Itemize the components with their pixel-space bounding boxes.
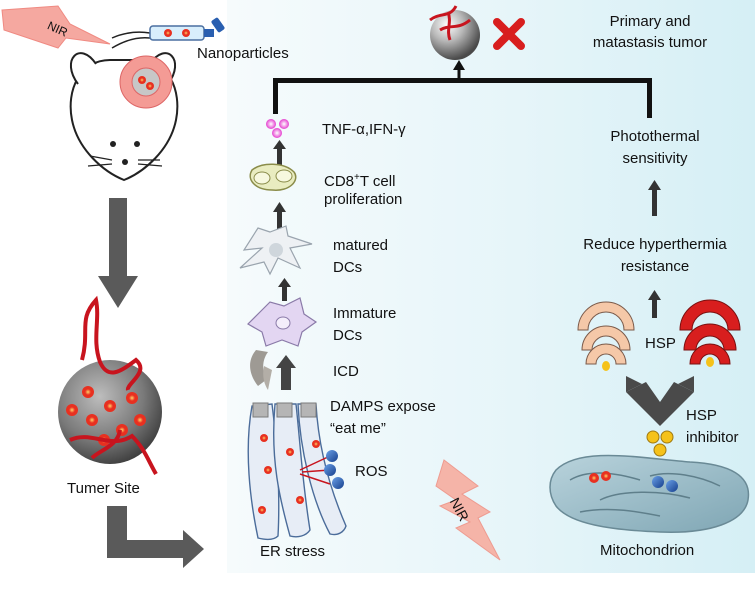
cd8-label-line1: CD8+T cell xyxy=(324,172,396,190)
up-arrow-tcell xyxy=(273,202,286,230)
damps-label-2: “eat me” xyxy=(330,420,386,437)
tumor-site-label: Tumer Site xyxy=(67,480,140,497)
reduce-label-2: resistance xyxy=(620,258,690,275)
bracket-connector xyxy=(273,60,652,118)
up-arrow-photothermal xyxy=(648,180,661,216)
matured-dc-label-1: matured xyxy=(333,237,389,254)
syringe-icon xyxy=(111,17,225,49)
damps-label-1: DAMPS expose xyxy=(330,398,436,415)
ros-molecule-icon xyxy=(324,450,344,489)
corner-arrow-icon xyxy=(107,506,204,568)
tumor-sphere-icon xyxy=(58,295,162,475)
hsp-inhibitor-label-1: HSP xyxy=(686,407,717,424)
cross-icon xyxy=(493,18,525,50)
ros-label: ROS xyxy=(355,463,388,480)
down-arrow-icon xyxy=(98,198,138,308)
nanoparticles-label: Nanoparticles xyxy=(197,45,289,62)
primary-tumor-label-1: Primary and xyxy=(609,13,691,30)
matured-dc-label-2: DCs xyxy=(333,259,363,276)
mature-dc-icon xyxy=(239,225,313,276)
cd8-label-line2: proliferation xyxy=(324,191,403,208)
up-arrow-cd8 xyxy=(273,140,286,165)
mouse-icon xyxy=(69,52,179,182)
nir-bolt-icon xyxy=(1,5,111,49)
photothermal-label-2: sensitivity xyxy=(622,150,688,167)
er-stress-label: ER stress xyxy=(260,543,326,560)
immature-dc-label-1: Immature xyxy=(333,305,397,322)
hsp-red-icon xyxy=(679,299,741,367)
nir-bolt-bottom-icon xyxy=(435,459,501,561)
reduce-label-1: Reduce hyperthermia xyxy=(583,236,727,253)
t-cell-icon xyxy=(249,163,297,191)
hsp-inhibitor-dots-icon xyxy=(646,430,674,457)
photothermal-label-1: Photothermal xyxy=(610,128,700,145)
icd-label: ICD xyxy=(333,363,359,380)
divergent-arrow-icon xyxy=(626,376,694,426)
up-arrow-reduce xyxy=(648,290,661,318)
hsp-inhibitor-label-2: inhibitor xyxy=(686,429,739,446)
er-cell-icon xyxy=(247,402,347,541)
primary-tumor-icon xyxy=(429,5,480,60)
immature-dc-label-2: DCs xyxy=(333,327,363,344)
up-arrow-dc xyxy=(278,278,291,301)
up-arrow-icd xyxy=(276,355,296,390)
hsp-icon xyxy=(577,301,635,371)
cytokines-label: TNF-α,IFN-γ xyxy=(322,121,406,138)
primary-tumor-label-2: matastasis tumor xyxy=(592,34,708,51)
mitochondrion-icon xyxy=(549,454,750,533)
immature-dc-icon xyxy=(247,297,318,347)
mitochondrion-label: Mitochondrion xyxy=(600,542,695,559)
cytokine-dots-icon xyxy=(266,119,289,138)
icd-cell-icon xyxy=(250,350,272,390)
hsp-label: HSP xyxy=(645,335,676,352)
